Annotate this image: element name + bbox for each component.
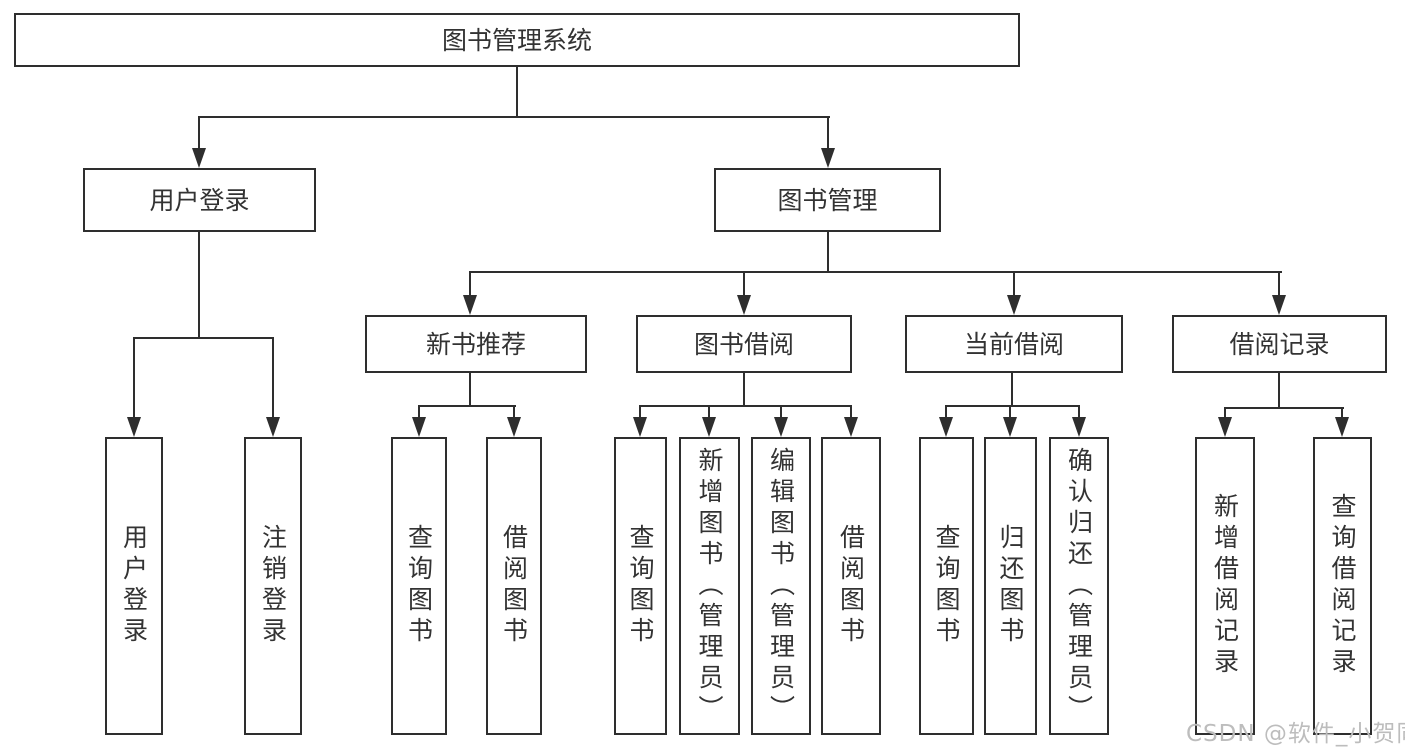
arrow-down-icon [507,417,521,437]
leaf-current-query-books: 查询图书 [919,437,974,735]
csdn-watermark: CSDN @软件_小贺同学 [1186,721,1405,747]
connector-line [1224,407,1344,409]
leaf-borrowing-edit-books-admin: 编辑图书（管理员） [751,437,811,735]
arrow-down-icon [1272,295,1286,315]
connector-line [1078,405,1080,417]
connector-line [469,373,471,405]
arrow-down-icon [266,417,280,437]
arrow-down-icon [1003,417,1017,437]
node-borrowing-records: 借阅记录 [1172,315,1387,373]
connector-line [272,337,274,417]
arrow-down-icon [192,148,206,168]
arrow-down-icon [702,417,716,437]
connector-line [516,67,518,116]
connector-line [469,271,1282,273]
connector-line [1013,271,1015,295]
arrow-down-icon [774,417,788,437]
arrow-down-icon [1335,417,1349,437]
leaf-records-query-borrow-record: 查询借阅记录 [1313,437,1372,735]
connector-line [513,405,515,417]
connector-line [1278,373,1280,407]
connector-line [1224,407,1226,417]
node-book-management: 图书管理 [714,168,941,232]
arrow-down-icon [1218,417,1232,437]
arrow-down-icon [1072,417,1086,437]
connector-line [743,373,745,405]
node-user-login: 用户登录 [83,168,316,232]
connector-line [133,337,274,339]
node-library-management-system: 图书管理系统 [14,13,1020,67]
node-current-borrowing: 当前借阅 [905,315,1123,373]
connector-line [945,405,1080,407]
arrow-down-icon [463,295,477,315]
connector-line [827,116,829,148]
node-book-borrowing: 图书借阅 [636,315,852,373]
connector-line [418,405,516,407]
connector-line [198,116,830,118]
leaf-newbook-borrow-books: 借阅图书 [486,437,542,735]
arrow-down-icon [939,417,953,437]
leaf-borrowing-add-books-admin: 新增图书（管理员） [679,437,740,735]
connector-line [1341,407,1343,417]
arrow-down-icon [737,295,751,315]
node-new-book-recommendation: 新书推荐 [365,315,587,373]
arrow-down-icon [821,148,835,168]
connector-line [1278,271,1280,295]
connector-line [708,405,710,417]
arrow-down-icon [127,417,141,437]
leaf-borrowing-query-books: 查询图书 [614,437,667,735]
connector-line [743,271,745,295]
connector-line [639,405,641,417]
arrow-down-icon [412,417,426,437]
arrow-down-icon [844,417,858,437]
arrow-down-icon [633,417,647,437]
connector-line [827,232,829,271]
connector-line [198,232,200,337]
connector-line [945,405,947,417]
connector-line [850,405,852,417]
connector-line [1011,373,1013,405]
leaf-user-login: 用户登录 [105,437,163,735]
leaf-borrowing-borrow-books: 借阅图书 [821,437,881,735]
leaf-records-add-borrow-record: 新增借阅记录 [1195,437,1255,735]
connector-line [1009,405,1011,417]
leaf-logout: 注销登录 [244,437,302,735]
connector-line [133,337,135,417]
connector-line [418,405,420,417]
connector-line [780,405,782,417]
leaf-current-return-books: 归还图书 [984,437,1037,735]
leaf-newbook-query-books: 查询图书 [391,437,447,735]
leaf-current-confirm-return-admin: 确认归还（管理员） [1049,437,1109,735]
connector-line [639,405,851,407]
connector-line [469,271,471,295]
connector-line [198,116,200,148]
arrow-down-icon [1007,295,1021,315]
